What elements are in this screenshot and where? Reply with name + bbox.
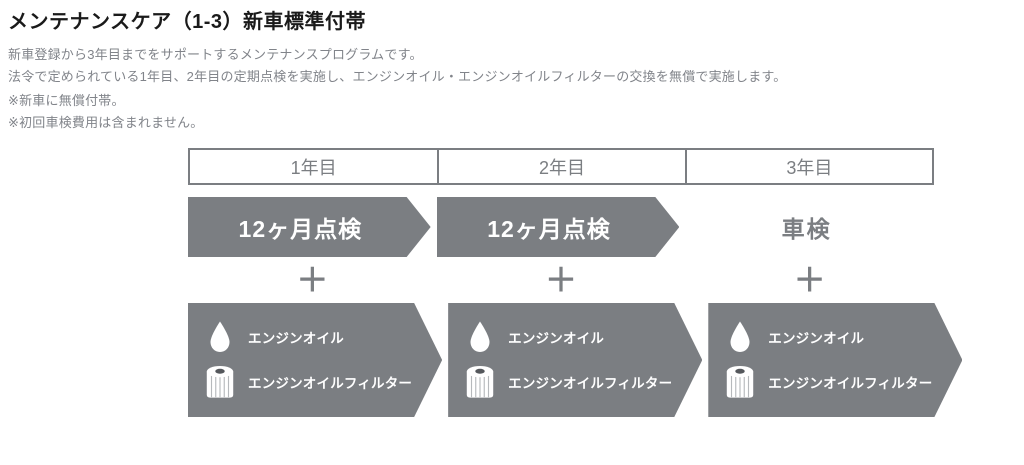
parts-cell-year1: エンジンオイル エンジンオイルフィルター: [188, 303, 448, 417]
parts-arrow-year3: エンジンオイル エンジンオイルフィルター: [708, 303, 962, 417]
plus-sign-year2: ＋: [544, 262, 577, 298]
oil-filter-icon: [463, 362, 497, 402]
parts-cell-year2: エンジンオイル エンジンオイルフィルター: [448, 303, 708, 417]
part-label-oil: エンジンオイル: [248, 330, 344, 346]
service-arrow-year2: 12ヶ月点検: [437, 197, 680, 257]
parts-arrow-year2: エンジンオイル エンジンオイルフィルター: [448, 303, 702, 417]
part-label-oil: エンジンオイル: [508, 330, 605, 346]
plus-row: ＋ ＋ ＋: [188, 257, 934, 303]
part-label-filter: エンジンオイルフィルター: [768, 376, 933, 392]
parts-cell-year3: エンジンオイル エンジンオイルフィルター: [708, 303, 968, 417]
part-label-filter: エンジンオイルフィルター: [248, 376, 413, 392]
plus-sign-year3: ＋: [793, 262, 826, 298]
part-label-filter: エンジンオイルフィルター: [508, 376, 673, 392]
parts-row: エンジンオイル エンジンオイルフィルター: [188, 303, 934, 417]
oil-filter-icon: [203, 362, 237, 402]
year-header-1: 1年目: [190, 150, 438, 183]
plus-sign-year1: ＋: [296, 262, 329, 298]
intro-line-1: 新車登録から3年目までをサポートするメンテナンスプログラムです。: [8, 47, 423, 62]
part-label-oil: エンジンオイル: [768, 330, 865, 346]
part-item-oil: エンジンオイル: [203, 318, 412, 356]
service-row: 12ヶ月点検 12ヶ月点検 車検: [188, 197, 934, 257]
service-cell-year1: 12ヶ月点検: [188, 197, 437, 257]
part-item-filter: エンジンオイルフィルター: [463, 362, 672, 402]
oil-drop-icon: [463, 318, 497, 356]
year-header-row: 1年目 2年目 3年目: [188, 148, 934, 185]
intro-line-2: 法令で定められている1年目、2年目の定期点検を実施し、エンジンオイル・エンジンオ…: [8, 69, 787, 84]
maintenance-schedule-diagram: 1年目 2年目 3年目 12ヶ月点検 12ヶ月点検 車検 ＋ ＋: [188, 148, 934, 417]
oil-drop-icon: [723, 318, 757, 356]
part-item-oil: エンジンオイル: [463, 318, 672, 356]
parts-arrow-year1: エンジンオイル エンジンオイルフィルター: [188, 303, 442, 417]
part-item-filter: エンジンオイルフィルター: [203, 362, 412, 402]
oil-filter-icon: [723, 362, 757, 402]
note-line-2: ※初回車検費用は含まれません。: [8, 115, 204, 130]
page-title: メンテナンスケア（1-3）新車標準付帯: [8, 11, 367, 33]
service-cell-year3: 車検: [685, 197, 934, 257]
note-line-1: ※新車に無償付帯。: [8, 93, 125, 108]
service-label-year2: 12ヶ月点検: [487, 216, 611, 242]
oil-drop-icon: [203, 318, 237, 356]
service-label-year1: 12ヶ月点検: [238, 216, 363, 242]
service-label-year3: 車検: [781, 216, 832, 242]
year-header-3: 3年目: [684, 150, 932, 183]
part-item-filter: エンジンオイルフィルター: [723, 362, 932, 402]
part-item-oil: エンジンオイル: [723, 318, 932, 356]
service-arrow-year1: 12ヶ月点検: [188, 197, 431, 257]
service-cell-year2: 12ヶ月点検: [437, 197, 686, 257]
year-header-2: 2年目: [437, 150, 685, 183]
